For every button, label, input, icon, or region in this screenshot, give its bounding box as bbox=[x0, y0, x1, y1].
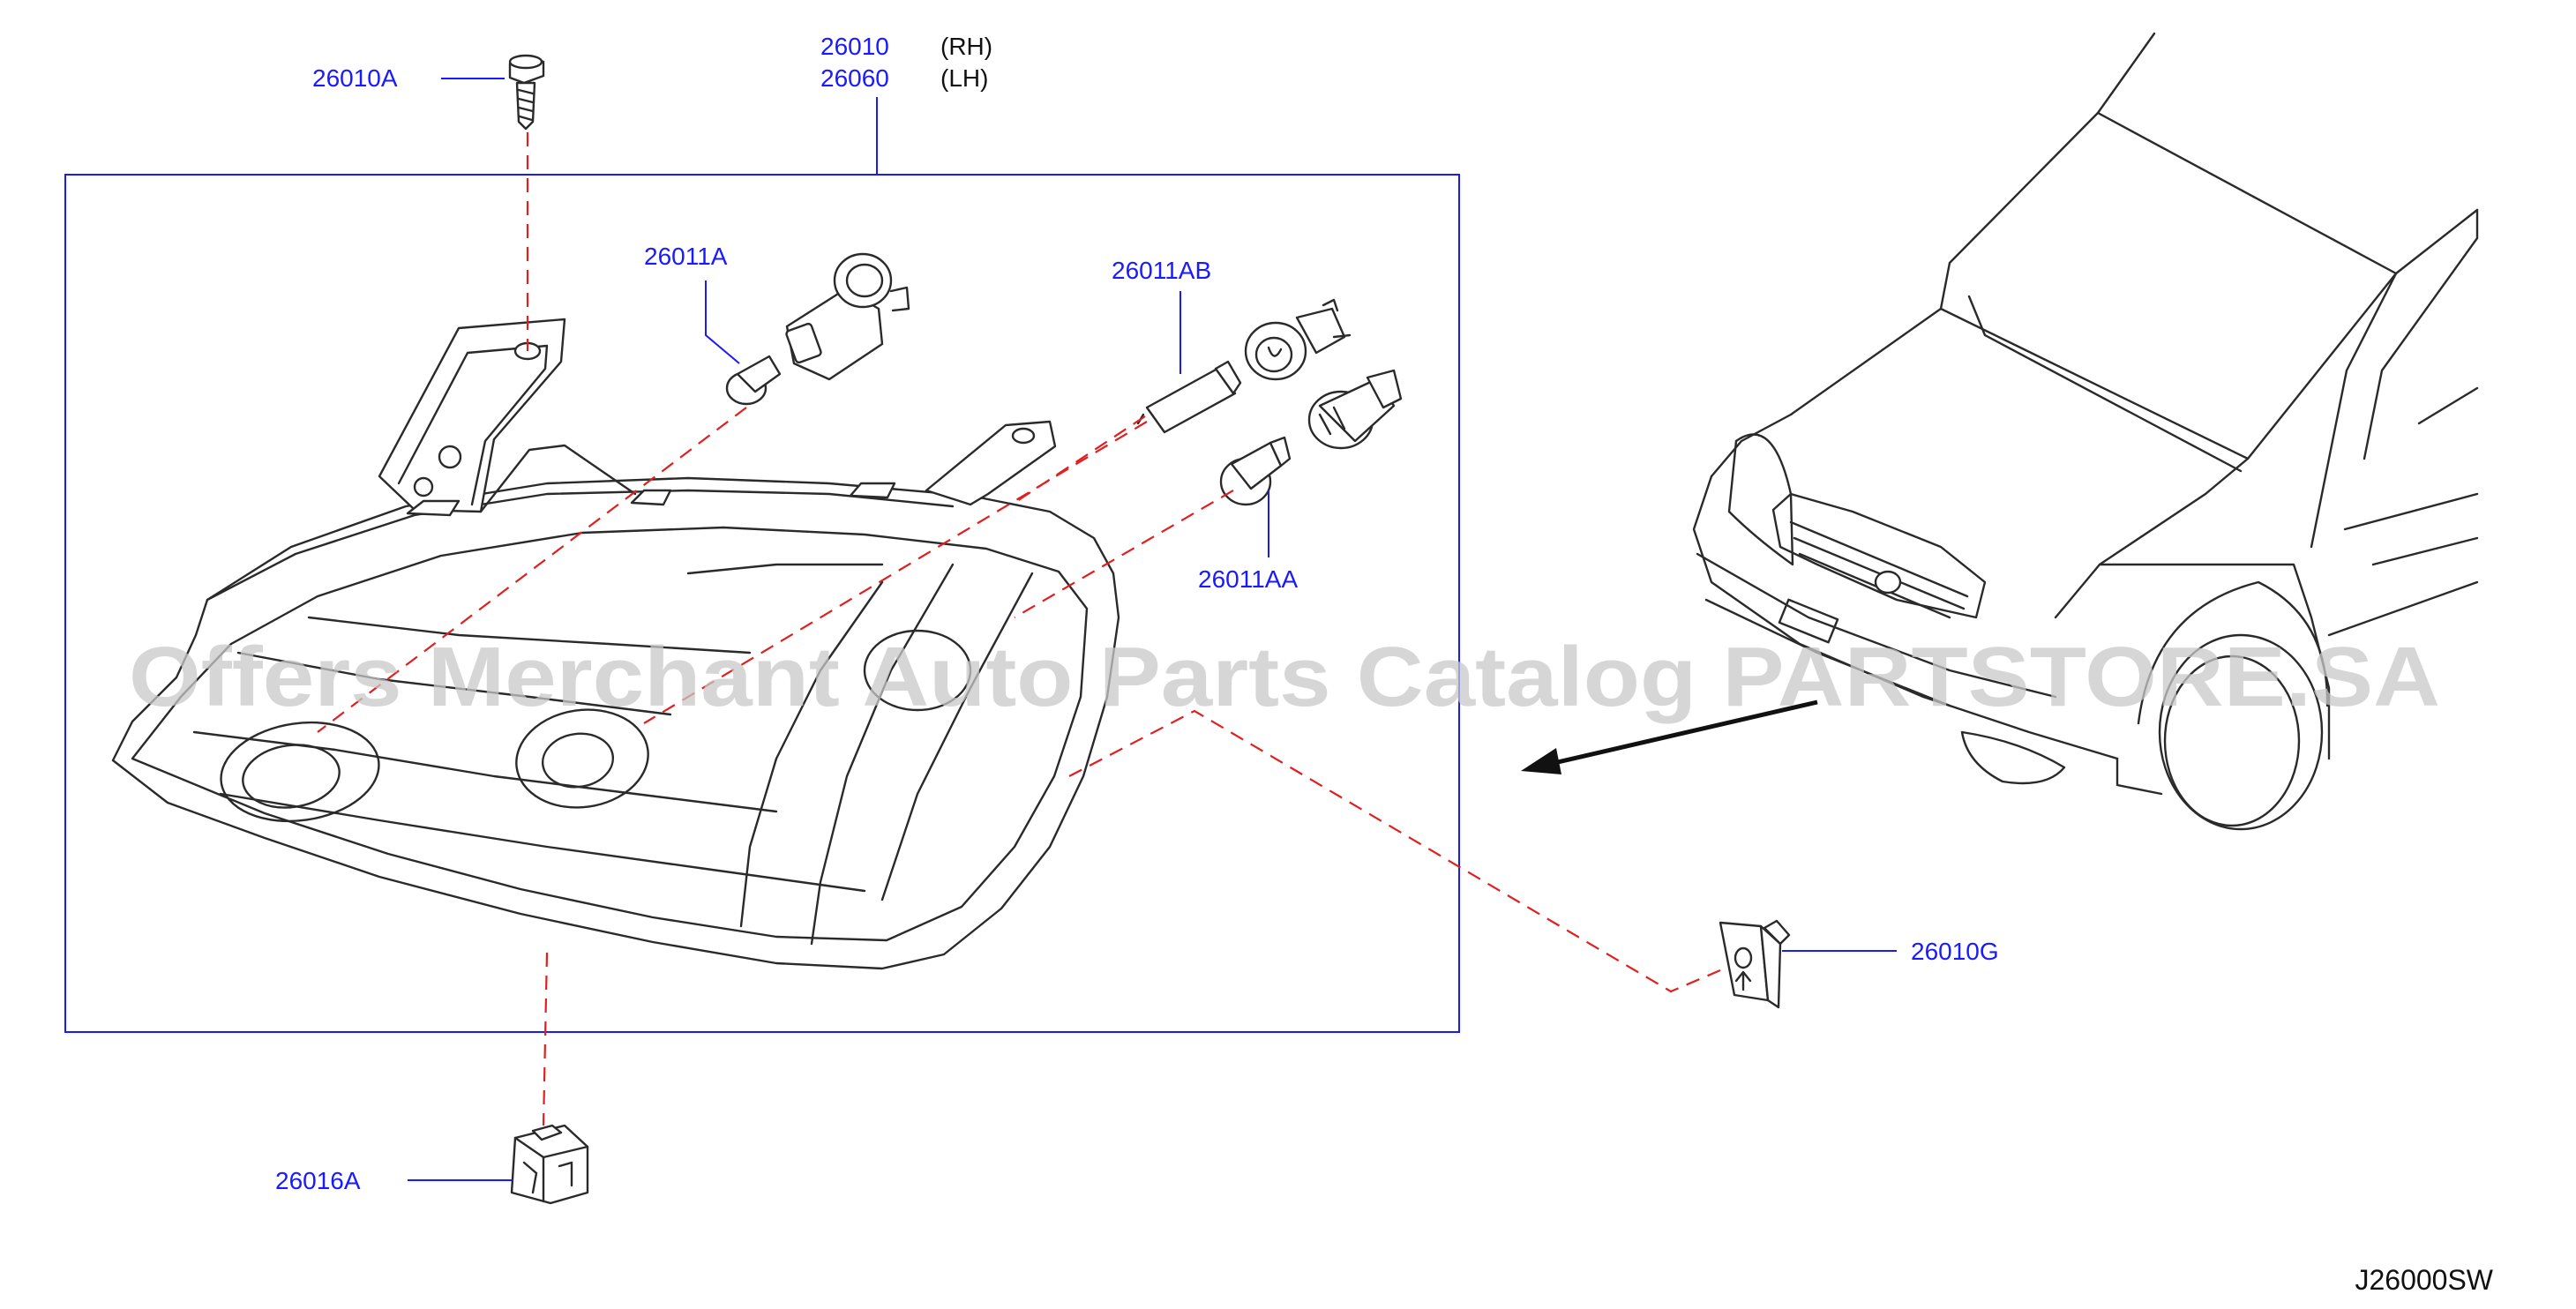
label-26010A: 26010A bbox=[312, 64, 398, 92]
bolt-26010A bbox=[508, 54, 545, 131]
direction-arrow bbox=[1521, 699, 1818, 774]
label-26010-side: (RH) bbox=[940, 33, 992, 60]
label-26060: 26060 bbox=[820, 64, 889, 92]
socket-26011A bbox=[785, 252, 910, 381]
label-26060-side: (LH) bbox=[940, 64, 988, 92]
leader-26011A bbox=[705, 280, 740, 364]
socket-26011AB bbox=[1244, 298, 1352, 381]
headlamp-assembly bbox=[111, 318, 1120, 970]
socket-26011AA bbox=[1307, 369, 1403, 450]
label-26016A: 26016A bbox=[275, 1167, 361, 1194]
clip-26010G bbox=[1719, 919, 1791, 1009]
bulb-26011A bbox=[725, 355, 782, 406]
watermark-text: Offers Merchant Auto Parts Catalog PARTS… bbox=[129, 630, 2440, 724]
car-front-view bbox=[1692, 32, 2479, 831]
dashed-assembly-lines bbox=[317, 132, 1721, 1126]
label-26011AA: 26011AA bbox=[1198, 565, 1298, 593]
label-26010G: 26010G bbox=[1911, 938, 1999, 965]
label-26011AB: 26011AB bbox=[1112, 257, 1211, 284]
drawing-code: J26000SW bbox=[2355, 1264, 2493, 1296]
assembly-frame bbox=[64, 174, 1460, 1033]
bulb-26011AA bbox=[1219, 436, 1292, 506]
label-26011A: 26011A bbox=[644, 243, 728, 270]
label-26010: 26010 bbox=[820, 33, 889, 60]
retainer-26016A bbox=[510, 1124, 589, 1205]
bulb-26011AB bbox=[1136, 360, 1242, 434]
